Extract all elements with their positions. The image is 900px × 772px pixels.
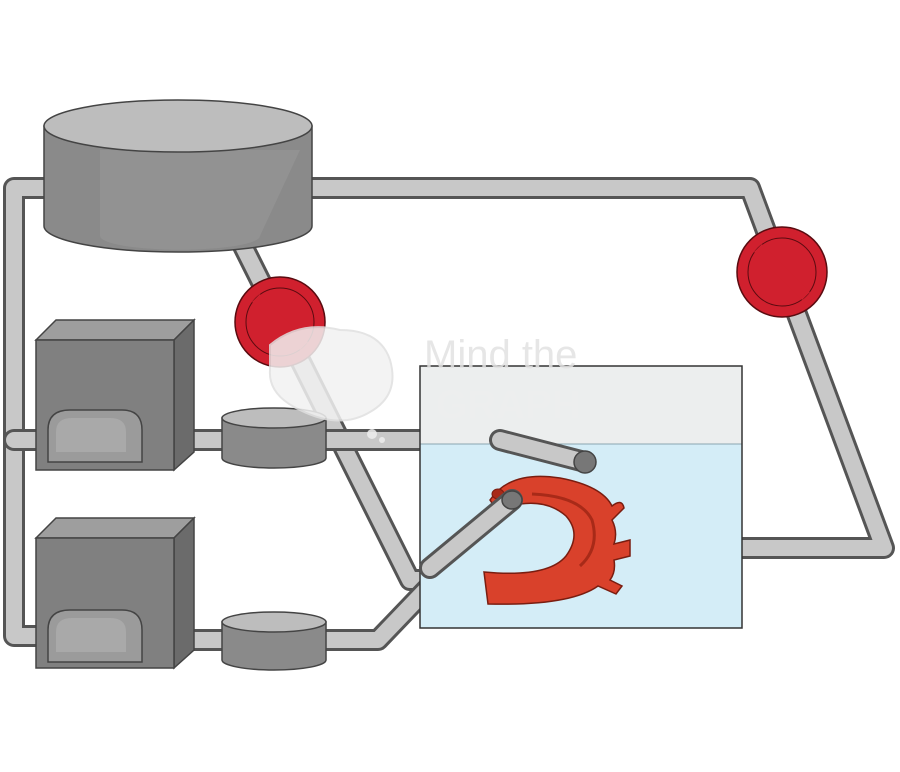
watermark-line1: Mind the [424, 333, 577, 377]
filter-upper [221, 407, 327, 469]
return-pipe [289, 177, 895, 559]
pump-lower [34, 516, 196, 670]
aorta-inlet-pipe [419, 489, 523, 579]
reservoir [43, 99, 313, 253]
bath-inlet-pipe [489, 429, 597, 474]
watermark-line2: GRAPH [436, 383, 580, 427]
filter-lower [221, 611, 327, 671]
pump-upper [34, 318, 196, 472]
watermark: Mind the GRAPH [268, 326, 580, 443]
prohibited-icon [736, 226, 828, 318]
